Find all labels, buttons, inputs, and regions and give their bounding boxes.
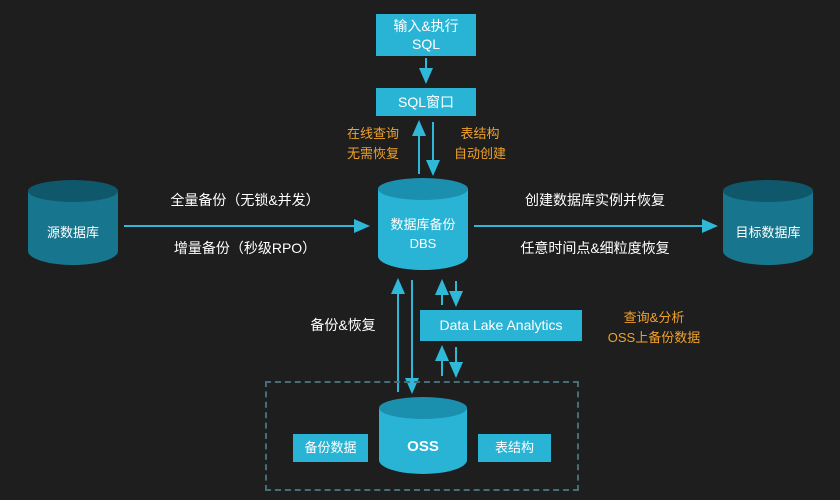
- table-schema-node: 表结构: [478, 434, 551, 462]
- input-sql-label-line2: SQL: [411, 36, 440, 52]
- table-struct-autocreate-label: 表结构 自动创建: [453, 126, 506, 162]
- create-instance-restore-label: 创建数据库实例并恢复: [525, 192, 665, 208]
- online-query-label: 在线查询 无需恢复: [346, 126, 399, 162]
- sql-window-label: SQL窗口: [397, 93, 454, 110]
- dbs-cylinder: 数据库备份 DBS: [378, 178, 468, 270]
- full-backup-label: 全量备份（无锁&并发）: [170, 192, 320, 208]
- dbs-label-line1: 数据库备份: [390, 217, 456, 233]
- target-db-cylinder: 目标数据库: [723, 180, 813, 265]
- data-lake-analytics-node: Data Lake Analytics: [420, 310, 582, 341]
- target-db-label: 目标数据库: [735, 225, 801, 241]
- dbs-label-line2: DBS: [409, 236, 437, 251]
- incremental-backup-label: 增量备份（秒级RPO）: [173, 240, 317, 256]
- backup-data-label: 备份数据: [304, 439, 357, 455]
- cylinder-body: [723, 191, 813, 265]
- cylinder-top: [379, 397, 467, 419]
- backup-restore-label: 备份&恢复: [310, 317, 376, 333]
- point-in-time-restore-label: 任意时间点&细粒度恢复: [520, 240, 670, 256]
- input-sql-node: 输入&执行 SQL: [376, 14, 476, 56]
- source-db-label: 源数据库: [46, 225, 99, 241]
- cylinder-top: [723, 180, 813, 202]
- data-lake-analytics-label: Data Lake Analytics: [439, 317, 563, 334]
- source-db-cylinder: 源数据库: [28, 180, 118, 265]
- cylinder-top: [378, 178, 468, 200]
- cylinder-body: [379, 408, 467, 474]
- oss-area-dashed-box: [265, 381, 579, 491]
- sql-window-node: SQL窗口: [376, 88, 476, 116]
- table-schema-label: 表结构: [494, 439, 534, 455]
- query-analyze-label: 查询&分析 OSS上备份数据: [607, 310, 701, 346]
- cylinder-body: [28, 191, 118, 265]
- oss-label: OSS: [407, 437, 439, 455]
- backup-data-node: 备份数据: [293, 434, 368, 462]
- cylinder-body: [378, 189, 468, 270]
- cylinder-top: [28, 180, 118, 202]
- oss-cylinder: OSS: [379, 397, 467, 474]
- input-sql-label-line1: 输入&执行: [393, 17, 459, 34]
